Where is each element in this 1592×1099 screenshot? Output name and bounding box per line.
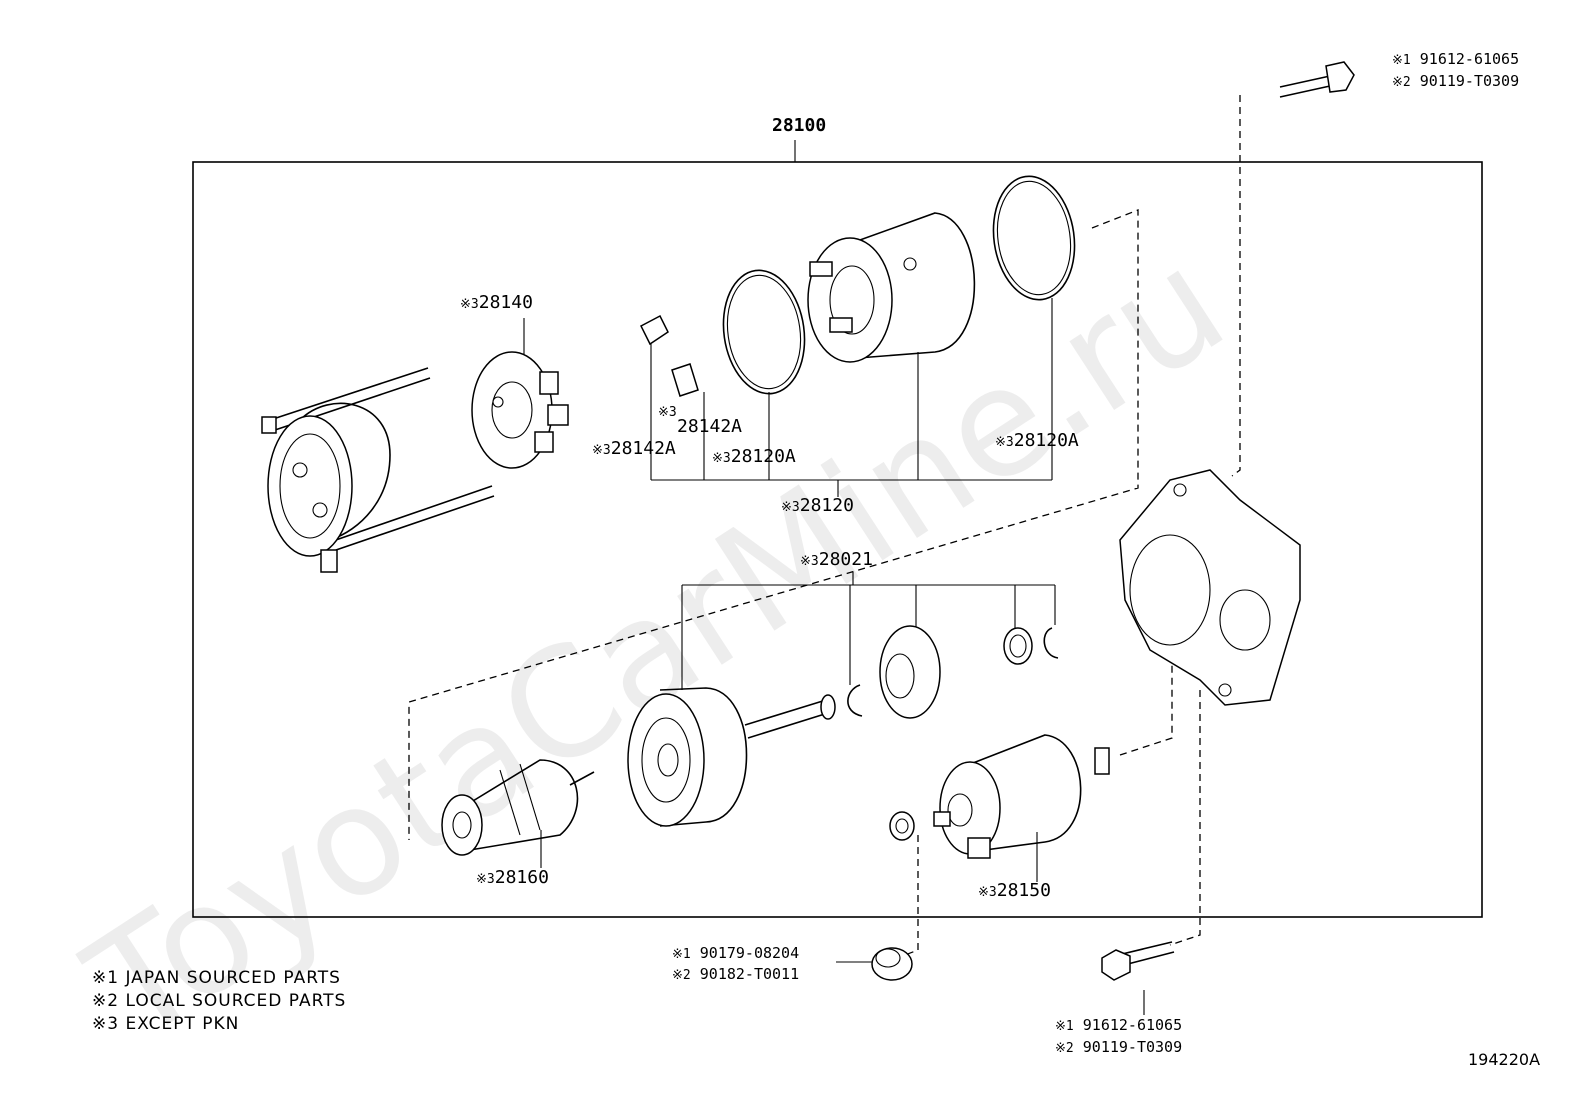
prefix-x1: ※1 [672, 947, 691, 962]
brush-clips [640, 314, 699, 397]
prefix-x3: ※3 [800, 554, 819, 569]
legend-text: JAPAN SOURCED PARTS [125, 968, 341, 988]
clutch-assembly [627, 625, 1059, 827]
label-28150: ※328150 [978, 882, 1051, 900]
o-ring-left [722, 269, 806, 395]
label-28100: 28100 [772, 115, 827, 136]
brush-holder [471, 351, 569, 469]
drive-housing [1119, 469, 1301, 706]
bolt-top [1279, 61, 1355, 98]
label-bolt-top-local: ※2 90119-T0309 [1392, 72, 1520, 90]
label-28120a-right: ※328120A [995, 432, 1079, 450]
diagram-id: 194220A [1468, 1050, 1541, 1069]
legend-item-except: ※3 EXCEPT PKN [92, 1016, 239, 1033]
label-28021-text: 28021 [818, 549, 873, 570]
label-28120: ※328120 [781, 497, 854, 515]
legend-mark: ※1 [92, 968, 120, 988]
label-28142a-upper: 28142A [677, 416, 743, 437]
legend-item-japan: ※1 JAPAN SOURCED PARTS [92, 970, 341, 987]
prefix-x2: ※2 [1392, 75, 1411, 90]
prefix-x2: ※2 [1055, 1041, 1074, 1056]
label-bolt-bottom-local-text: 90119-T0309 [1082, 1038, 1183, 1056]
leader-28120 [650, 298, 1053, 497]
label-28142a-lower-text: 28142A [610, 438, 676, 459]
label-28142a-lower: ※328142A [592, 440, 676, 458]
label-bolt-bottom-local: ※2 90119-T0309 [1055, 1038, 1183, 1056]
o-ring-right [992, 175, 1076, 301]
prefix-x2: ※2 [672, 968, 691, 983]
label-28120a-right-text: 28120A [1013, 430, 1079, 451]
prefix-x3: ※3 [460, 297, 479, 312]
legend-mark: ※2 [92, 991, 120, 1011]
label-28140: ※328140 [460, 294, 533, 312]
label-28140-text: 28140 [478, 292, 533, 313]
label-cap-local: ※2 90182-T0011 [672, 965, 800, 983]
prefix-x3: ※3 [658, 405, 677, 420]
label-bolt-bottom-jp-text: 91612-61065 [1082, 1016, 1183, 1034]
label-cap-local-text: 90182-T0011 [699, 965, 800, 983]
label-28150-text: 28150 [996, 880, 1051, 901]
label-28160: ※328160 [476, 869, 549, 887]
prefix-x3: ※3 [781, 500, 800, 515]
alignment-dashes [408, 95, 1241, 956]
assembly-frame [192, 161, 1483, 918]
yoke-end-frame [261, 367, 495, 573]
legend-text: LOCAL SOURCED PARTS [125, 991, 347, 1011]
prefix-x3: ※3 [712, 451, 731, 466]
legend-text: EXCEPT PKN [125, 1014, 240, 1034]
legend-mark: ※3 [92, 1014, 120, 1034]
legend-item-local: ※2 LOCAL SOURCED PARTS [92, 993, 346, 1010]
prefix-x1: ※1 [1055, 1019, 1074, 1034]
prefix-x1: ※1 [1392, 53, 1411, 68]
solenoid-cap [889, 811, 915, 841]
cap-nut [871, 947, 913, 981]
leader-28021 [681, 572, 1056, 690]
prefix-x3: ※3 [995, 435, 1014, 450]
label-bolt-bottom-jp: ※1 91612-61065 [1055, 1016, 1183, 1034]
bolt-bottom [1101, 941, 1175, 981]
label-cap-jp: ※1 90179-08204 [672, 944, 800, 962]
magnetic-switch [933, 734, 1110, 859]
label-cap-jp-text: 90179-08204 [699, 944, 800, 962]
prefix-x3: ※3 [978, 885, 997, 900]
label-28120a-mid-text: 28120A [730, 446, 796, 467]
field-frame [807, 212, 976, 363]
label-28142a-upper-prefix: ※3 [658, 402, 677, 420]
label-bolt-top-jp: ※1 91612-61065 [1392, 50, 1520, 68]
label-bolt-top-local-text: 90119-T0309 [1419, 72, 1520, 90]
label-28120-text: 28120 [799, 495, 854, 516]
prefix-x3: ※3 [476, 872, 495, 887]
label-28021: ※328021 [800, 551, 873, 569]
label-28120a-mid: ※328120A [712, 448, 796, 466]
armature [441, 759, 595, 856]
label-bolt-top-jp-text: 91612-61065 [1419, 50, 1520, 68]
prefix-x3: ※3 [592, 443, 611, 458]
label-28160-text: 28160 [494, 867, 549, 888]
